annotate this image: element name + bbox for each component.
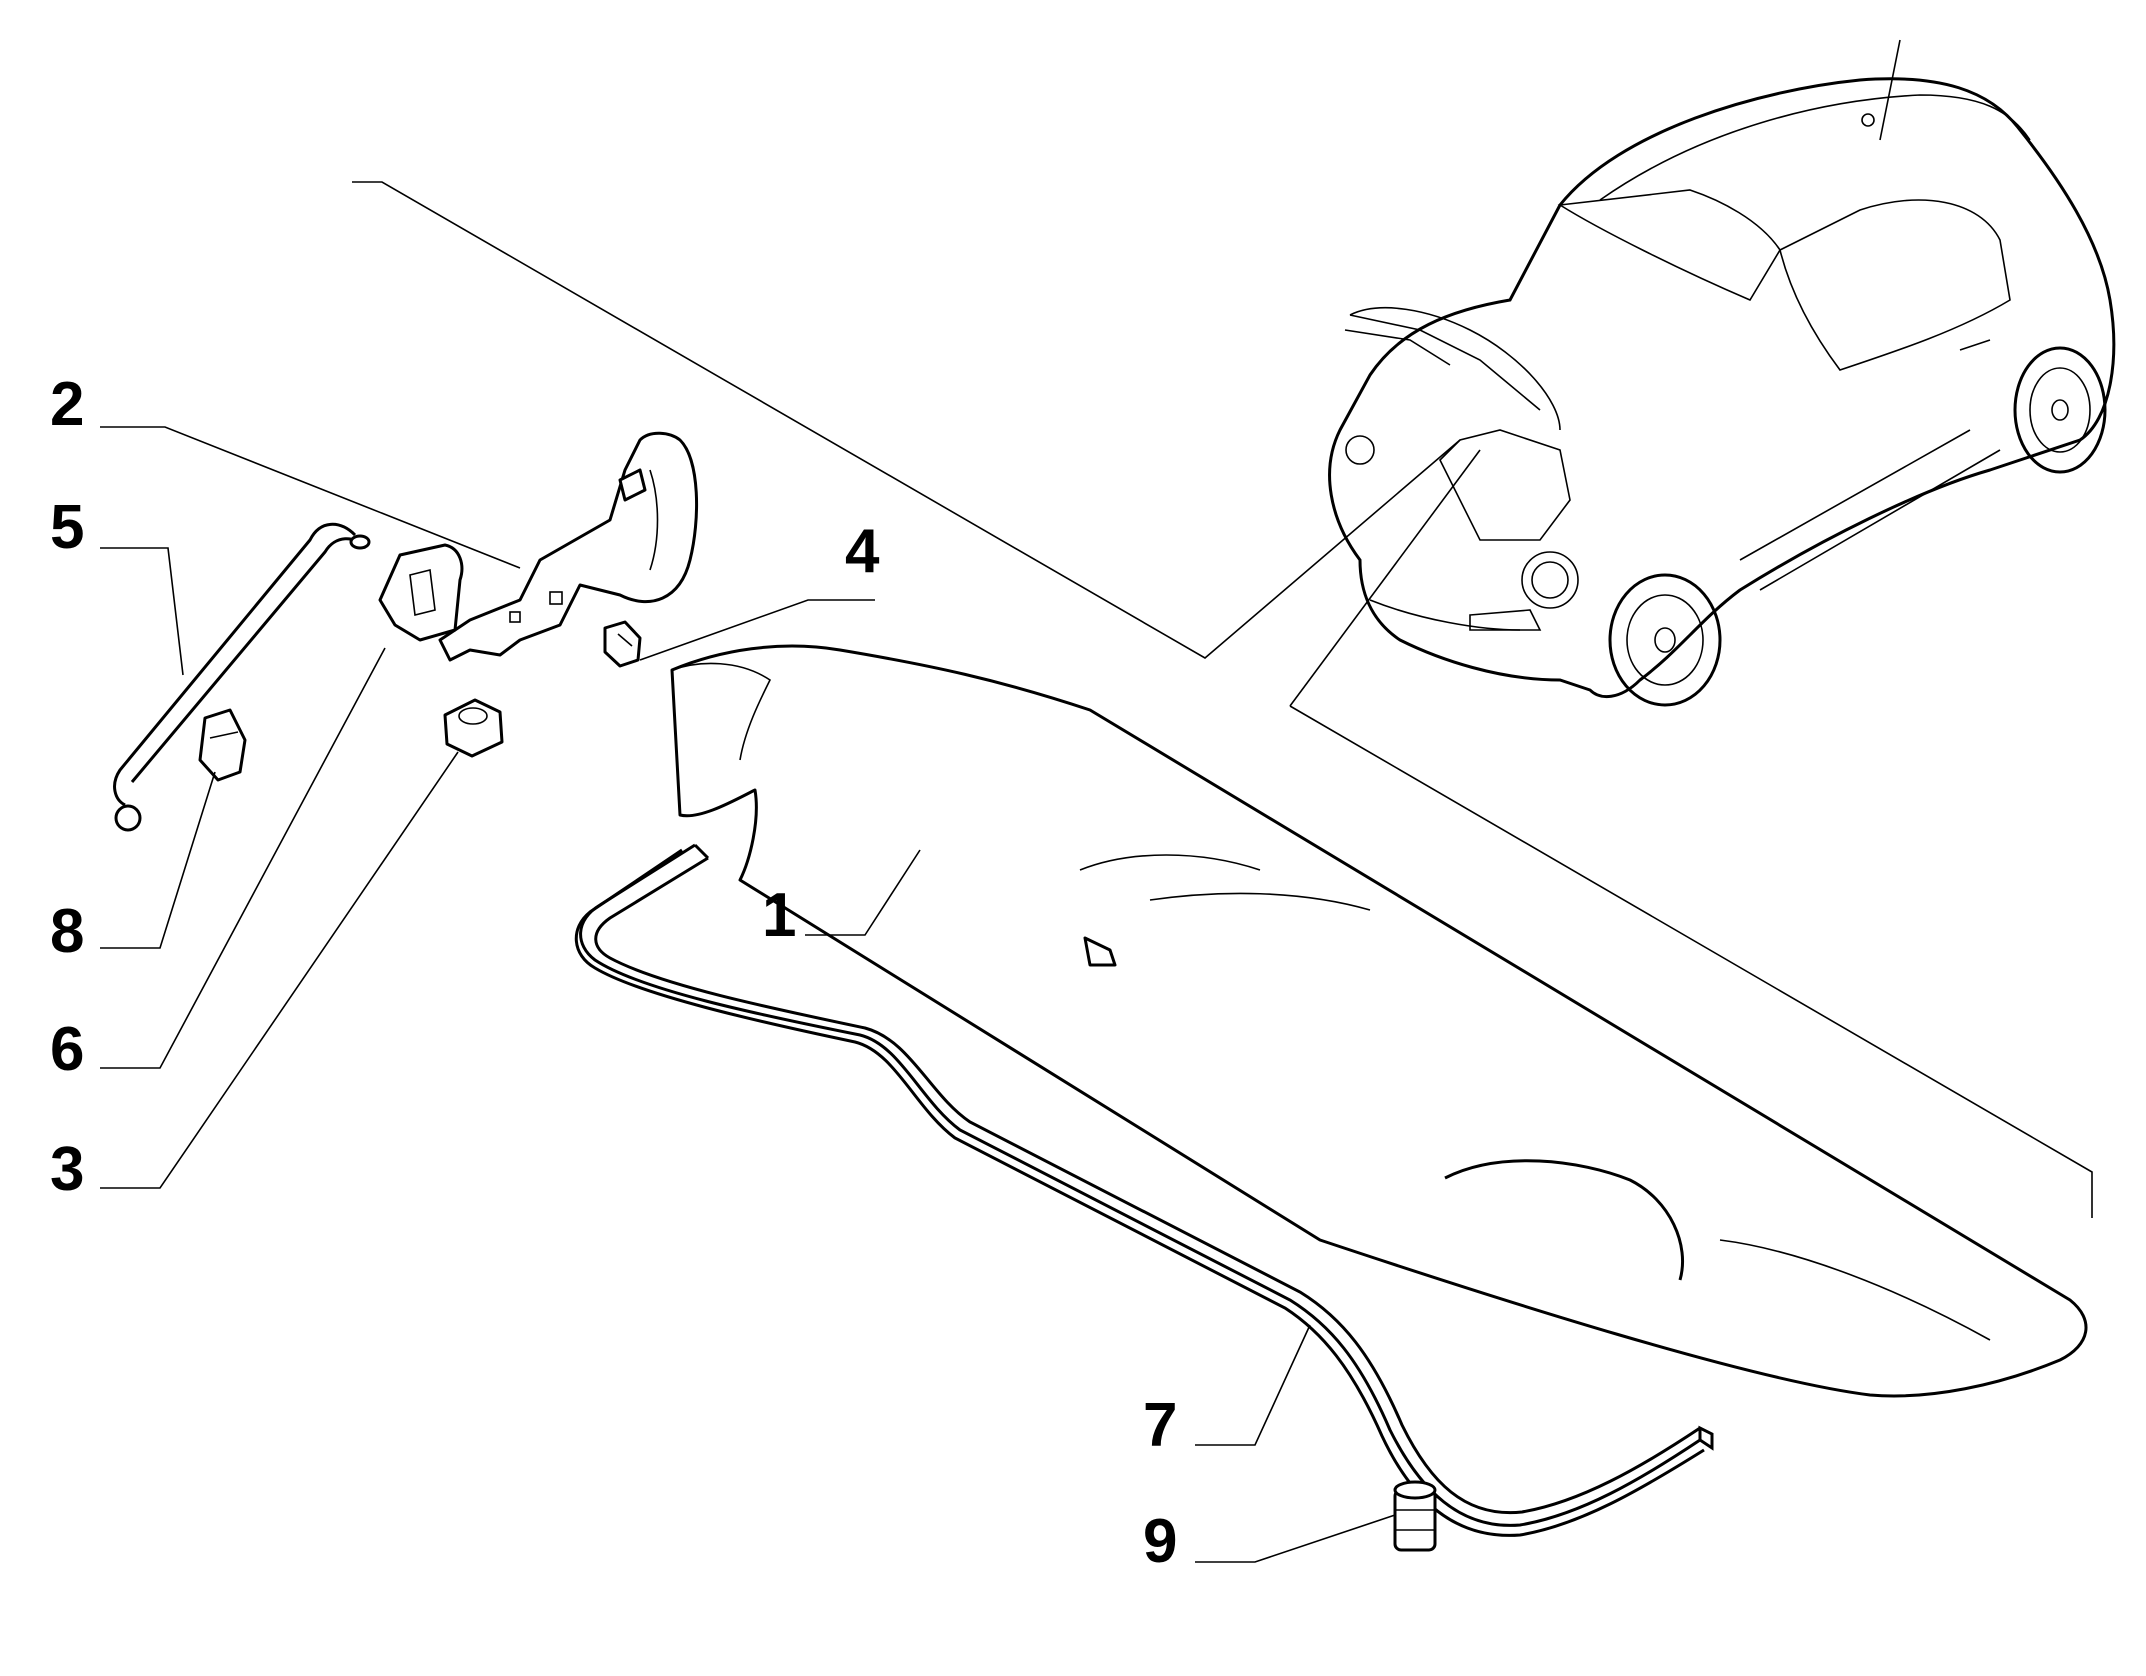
callout-8: 8 — [50, 897, 84, 966]
support-rod — [113, 522, 371, 832]
callout-6: 6 — [50, 1015, 84, 1084]
callout-2: 2 — [50, 370, 84, 439]
seal-strip — [574, 843, 1714, 1537]
leader-lines — [100, 426, 1396, 1563]
callout-1: 1 — [762, 881, 796, 950]
callout-7: 7 — [1143, 1391, 1177, 1460]
clip-part — [378, 543, 464, 642]
screw-part — [603, 620, 642, 668]
callout-9: 9 — [1143, 1507, 1177, 1576]
nut-part — [443, 698, 504, 758]
guide-lines — [352, 181, 2093, 1218]
callout-3: 3 — [50, 1135, 84, 1204]
bump-stop-part — [1393, 1480, 1437, 1552]
car-illustration — [1328, 39, 2116, 707]
callout-5: 5 — [50, 493, 84, 562]
hinge-part — [438, 431, 699, 662]
callout-4: 4 — [845, 517, 880, 586]
small-clip-part — [198, 708, 247, 782]
callout-labels: 2 5 8 6 3 4 1 7 9 — [50, 370, 1177, 1576]
bonnet-panel — [670, 644, 2088, 1398]
